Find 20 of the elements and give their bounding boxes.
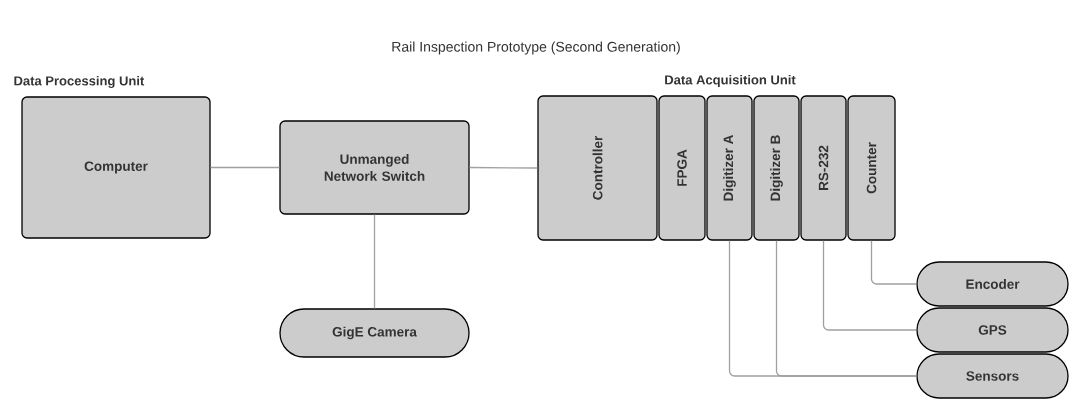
- device-pill: GigE Camera: [279, 308, 470, 358]
- connector-line: [775, 240, 917, 377]
- connector-line: [469, 166, 538, 169]
- connector-line: [870, 240, 917, 285]
- module-box: Controller: [537, 95, 658, 241]
- connector-line: [822, 240, 917, 331]
- unit-heading: Data Acquisition Unit: [665, 74, 796, 88]
- connector-line: [210, 166, 280, 169]
- module-box: FPGA: [658, 95, 706, 241]
- module-box: Digitizer A: [706, 95, 753, 241]
- module-box: Digitizer B: [753, 95, 800, 241]
- device-pill: Encoder: [916, 261, 1069, 307]
- module-box: Counter: [847, 95, 896, 241]
- process-box: Computer: [21, 96, 211, 239]
- title: Rail Inspection Prototype (Second Generation): [392, 41, 680, 55]
- device-pill: Sensors: [916, 353, 1069, 399]
- process-box: Unmanged Network Switch: [279, 120, 470, 215]
- connector-line: [373, 214, 376, 309]
- module-box: RS-232: [800, 95, 847, 241]
- device-pill: GPS: [916, 307, 1069, 353]
